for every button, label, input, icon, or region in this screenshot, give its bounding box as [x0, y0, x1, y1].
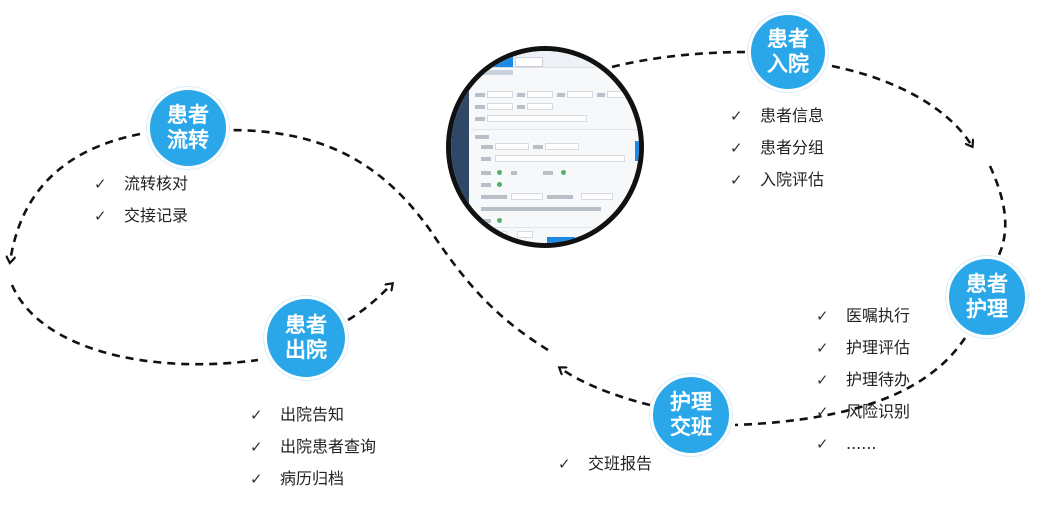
check-icon: ✓: [94, 207, 107, 225]
item-label: ......: [846, 434, 877, 453]
check-icon: ✓: [250, 470, 263, 488]
node-handover-line1: 护理: [670, 390, 712, 414]
item-label: 交班报告: [588, 454, 653, 473]
list-item: ✓ 护理评估: [816, 332, 910, 364]
handover-feature-list: ✓ 交班报告: [558, 448, 652, 480]
arrow-transfer-loop: [10, 132, 141, 262]
list-item: ✓ 风险识别: [816, 396, 910, 428]
check-icon: ✓: [816, 371, 829, 389]
check-icon: ✓: [250, 438, 263, 456]
arrow-handover-to-discharge: [560, 368, 651, 407]
check-icon: ✓: [730, 139, 743, 157]
arrow-care-to-handover: [734, 337, 967, 427]
node-admission-line1: 患者: [767, 27, 809, 51]
node-patient-admission: 患者入院: [748, 12, 828, 92]
item-label: 流转核对: [124, 174, 189, 193]
arrow-admission-to-care: [831, 64, 972, 146]
system-screenshot-thumbnail: [446, 46, 644, 248]
list-item: ✓ 护理待办: [816, 364, 910, 396]
discharge-feature-list: ✓ 出院告知 ✓ 出院患者查询 ✓ 病历归档: [250, 399, 376, 495]
item-label: 入院评估: [760, 170, 825, 189]
item-label: 护理待办: [846, 370, 911, 389]
item-label: 患者分组: [760, 138, 825, 157]
check-icon: ✓: [250, 406, 263, 424]
check-icon: ✓: [816, 435, 829, 453]
node-admission-line2: 入院: [767, 52, 809, 76]
list-item: ✓ 流转核对: [94, 168, 188, 200]
node-patient-discharge: 患者出院: [264, 296, 348, 380]
node-patient-transfer: 患者流转: [147, 87, 229, 169]
node-discharge-line2: 出院: [285, 338, 327, 362]
node-care-line2: 护理: [966, 297, 1008, 321]
list-item: ✓ 交班报告: [558, 448, 652, 480]
arrow-care-down: [988, 165, 1007, 269]
arrow-s-curve: [227, 128, 549, 352]
list-item: ✓ 交接记录: [94, 200, 188, 232]
transfer-feature-list: ✓ 流转核对 ✓ 交接记录: [94, 168, 188, 232]
check-icon: ✓: [94, 175, 107, 193]
item-label: 出院患者查询: [280, 437, 377, 456]
check-icon: ✓: [816, 307, 829, 325]
node-patient-care: 患者护理: [946, 256, 1028, 338]
item-label: 医嘱执行: [846, 306, 911, 325]
list-item: ✓ 病历归档: [250, 463, 376, 495]
item-label: 患者信息: [760, 106, 825, 125]
list-item: ✓ 出院告知: [250, 399, 376, 431]
list-item: ✓ 患者信息: [730, 100, 824, 132]
arrow-discharge-up: [347, 284, 392, 322]
list-item: ✓ 医嘱执行: [816, 300, 910, 332]
list-item: ✓ 出院患者查询: [250, 431, 376, 463]
node-transfer-line1: 患者: [167, 103, 209, 127]
list-item: ✓ 患者分组: [730, 132, 824, 164]
admission-feature-list: ✓ 患者信息 ✓ 患者分组 ✓ 入院评估: [730, 100, 824, 196]
care-feature-list: ✓ 医嘱执行 ✓ 护理评估 ✓ 护理待办 ✓ 风险识别 ✓......: [816, 300, 910, 460]
item-label: 风险识别: [846, 402, 911, 421]
node-handover-line2: 交班: [670, 415, 712, 439]
arrow-loop-to-discharge: [10, 284, 259, 366]
list-item: ✓ 入院评估: [730, 164, 824, 196]
check-icon: ✓: [816, 403, 829, 421]
node-transfer-line2: 流转: [167, 128, 209, 152]
item-label: 出院告知: [280, 405, 345, 424]
check-icon: ✓: [730, 171, 743, 189]
check-icon: ✓: [730, 107, 743, 125]
item-label: 护理评估: [846, 338, 911, 357]
node-care-line1: 患者: [966, 272, 1008, 296]
item-label: 交接记录: [124, 206, 189, 225]
list-item: ✓......: [816, 428, 910, 460]
check-icon: ✓: [558, 455, 571, 473]
node-discharge-line1: 患者: [285, 313, 327, 337]
check-icon: ✓: [816, 339, 829, 357]
item-label: 病历归档: [280, 469, 345, 488]
node-nursing-handover: 护理交班: [650, 374, 732, 456]
